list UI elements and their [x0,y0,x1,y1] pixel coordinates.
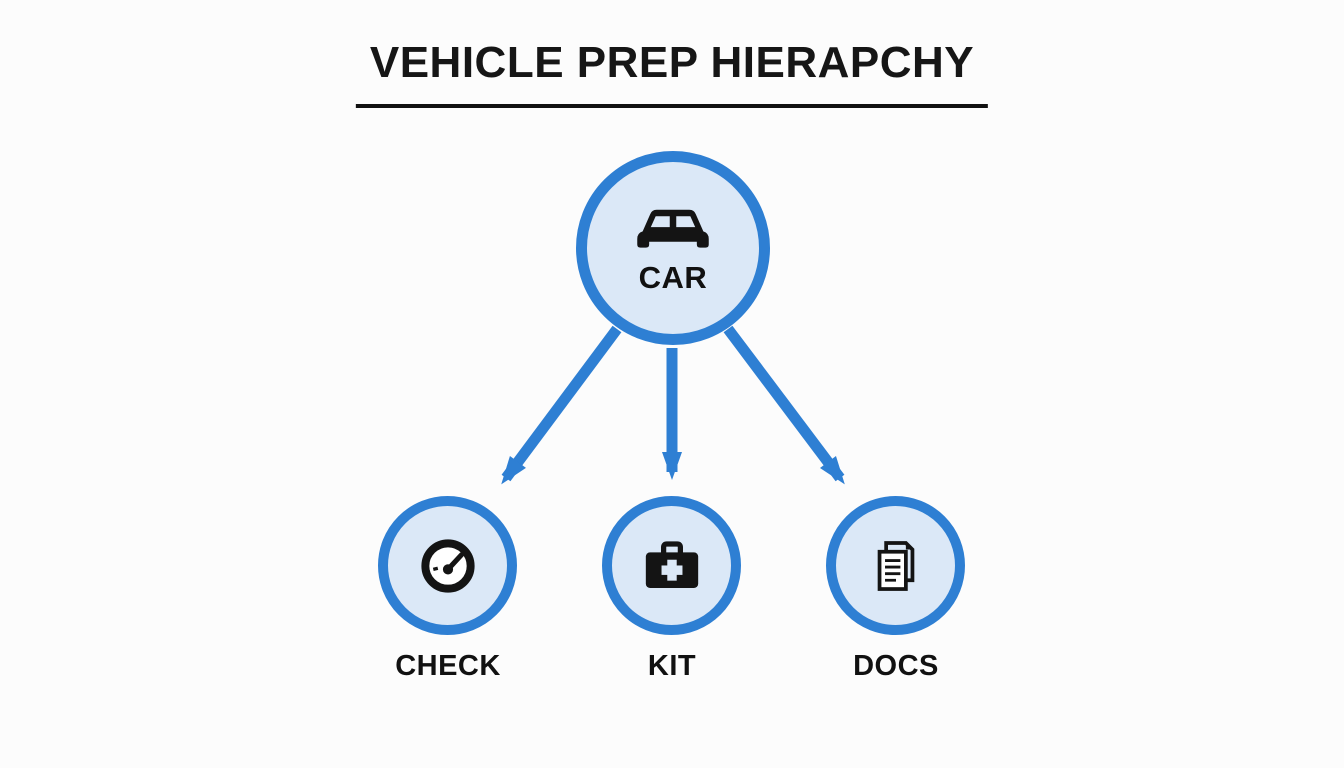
root-node-car: CAR [576,151,770,345]
child-node-check [378,496,517,635]
child-label-docs: DOCS [853,650,939,682]
page-title: VEHICLE PREP HIERAPCHY [369,38,975,87]
documents-icon [869,537,922,594]
arrow-car-to-check [501,325,622,485]
child-label-check: CHECK [395,650,501,682]
child-node-kit [602,496,741,635]
arrow-car-to-docs [723,325,845,485]
car-icon [631,200,715,252]
child-node-docs [826,496,965,635]
title-block: VEHICLE PREP HIERAPCHY [355,38,989,108]
first-aid-kit-icon [641,539,702,592]
gauge-icon [418,536,477,595]
child-label-kit: KIT [647,650,697,682]
root-node-label: CAR [638,260,708,295]
